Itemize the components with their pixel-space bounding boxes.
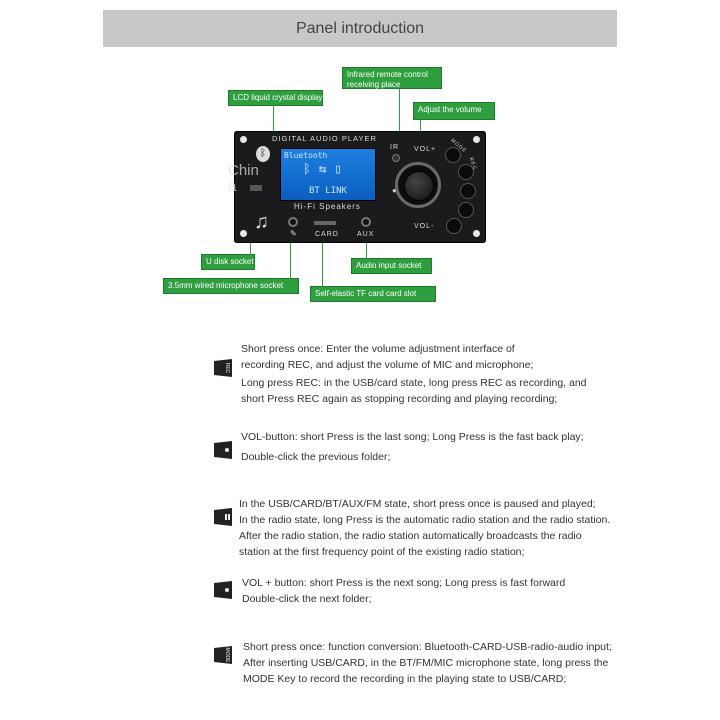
tf-card-slot[interactable] xyxy=(314,221,336,225)
lcd-line-1: Bluetooth xyxy=(284,151,328,160)
desc-line: recording REC, and adjust the volume of … xyxy=(241,359,534,371)
vol-minus-button-icon xyxy=(212,440,234,460)
icon-label: REC xyxy=(224,363,230,374)
leader-line xyxy=(290,230,291,279)
screw-hole xyxy=(473,136,480,143)
callout-audio-in: Audio input socket xyxy=(351,258,432,274)
rec-button[interactable] xyxy=(458,164,474,180)
audio-player-panel: DIGITAL AUDIO PLAYER ᛒ Bluetooth ᛒ ⇆ ▯ B… xyxy=(228,131,486,243)
bluetooth-transfer-icon: ᛒ ⇆ ▯ xyxy=(303,162,343,177)
desc-line: station at the first frequency point of … xyxy=(239,546,525,558)
screw-hole xyxy=(240,136,247,143)
mic-jack[interactable] xyxy=(288,217,298,227)
microphone-icon: ✎ xyxy=(290,229,297,238)
aux-label: AUX xyxy=(357,231,375,238)
hifi-label: Hi-Fi Speakers xyxy=(294,202,361,211)
play-pause-button[interactable] xyxy=(458,202,474,218)
callout-mic: 3.5mm wired microphone socket xyxy=(163,278,299,294)
leader-line xyxy=(366,228,367,259)
leader-line xyxy=(399,89,400,149)
vol-plus-description: VOL + button: short Press is the next so… xyxy=(242,575,565,607)
next-button[interactable] xyxy=(460,183,476,199)
vol-minus-label: VOL- xyxy=(414,223,435,230)
desc-line: Short press once: function conversion: B… xyxy=(243,641,612,653)
mode-button[interactable] xyxy=(445,147,461,163)
ir-receiver xyxy=(392,154,400,162)
aux-jack[interactable] xyxy=(361,217,371,227)
vol-minus-description: VOL-button: short Press is the last song… xyxy=(241,429,584,465)
mode-description: Short press once: function conversion: B… xyxy=(243,639,612,687)
volume-knob[interactable] xyxy=(404,171,434,201)
leader-line xyxy=(273,104,274,152)
bluetooth-icon: ᛒ xyxy=(256,146,270,162)
desc-line: MODE Key to record the recording in the … xyxy=(243,673,567,685)
icon-label: MODE xyxy=(224,648,230,664)
play-pause-description: In the USB/CARD/BT/AUX/FM state, short p… xyxy=(239,496,610,560)
desc-line: Double-click the next folder; xyxy=(242,593,372,605)
desc-line: Long press REC: in the USB/card state, l… xyxy=(241,377,587,389)
prev-button[interactable] xyxy=(446,218,462,234)
page-title: Panel introduction xyxy=(295,19,425,37)
desc-line: In the USB/CARD/BT/AUX/FM state, short p… xyxy=(239,498,596,510)
screw-hole xyxy=(473,230,480,237)
usb-port[interactable] xyxy=(250,185,262,191)
vol-plus-label: VOL+ xyxy=(414,146,437,153)
mode-button-icon: MODE xyxy=(212,645,234,665)
screw-hole xyxy=(240,230,247,237)
desc-line: Double-click the previous folder; xyxy=(241,451,391,463)
watermark-text: Chin a xyxy=(228,162,259,195)
desc-line: After inserting USB/CARD, in the BT/FM/M… xyxy=(243,657,609,669)
callout-udisk: U disk socket xyxy=(201,254,255,270)
mic-small-icon: ● xyxy=(392,186,397,195)
vol-plus-button-icon xyxy=(212,580,234,600)
callout-ir: Infrared remote control receiving place xyxy=(342,67,442,89)
page-header: Panel introduction xyxy=(103,10,617,47)
desc-line: Short press once: Enter the volume adjus… xyxy=(241,343,515,355)
desc-line: VOL + button: short Press is the next so… xyxy=(242,577,566,589)
rec-button-icon: REC xyxy=(212,358,234,378)
desc-line: In the radio state, long Press is the au… xyxy=(239,514,611,526)
desc-line: After the radio station, the radio stati… xyxy=(239,530,582,542)
desc-line: VOL-button: short Press is the last song… xyxy=(241,431,584,443)
music-note-icon: ♫ xyxy=(254,211,269,233)
panel-title: DIGITAL AUDIO PLAYER xyxy=(272,134,377,143)
callout-tf: Self-elastic TF card card slot xyxy=(310,286,436,302)
lcd-display: Bluetooth ᛒ ⇆ ▯ BT LINK xyxy=(280,148,376,201)
play-pause-button-icon xyxy=(212,507,234,527)
desc-line: short Press REC again as stopping record… xyxy=(241,393,558,405)
callout-lcd: LCD liquid crystal display xyxy=(228,90,323,106)
leader-line xyxy=(322,230,323,287)
rec-description: Short press once: Enter the volume adjus… xyxy=(241,341,587,407)
ir-label: IR xyxy=(390,144,399,151)
callout-volume: Adjust the volume xyxy=(413,102,495,120)
card-label: CARD xyxy=(315,231,339,238)
lcd-line-2: BT LINK xyxy=(309,186,347,196)
